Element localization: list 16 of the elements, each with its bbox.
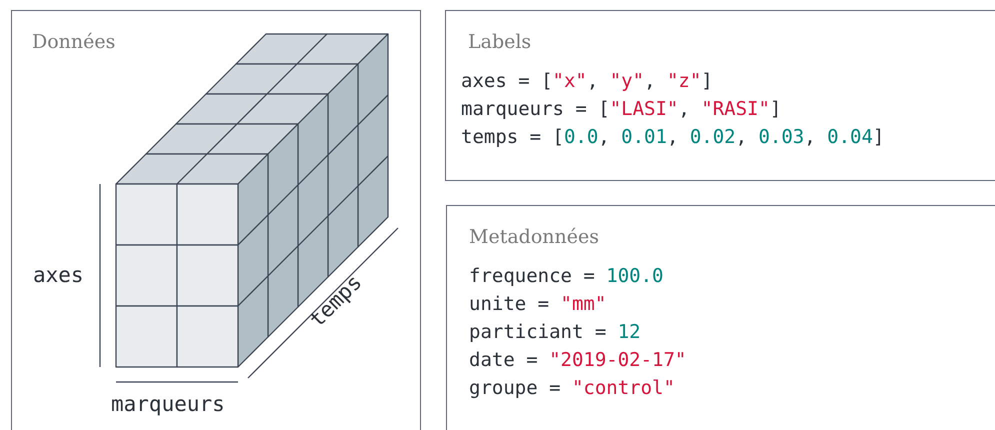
code-panel <box>445 10 995 181</box>
code-line: groupe = "control" <box>469 376 675 401</box>
panel-heading: Données <box>32 31 116 53</box>
code-panel <box>446 205 995 430</box>
axis-label: axes <box>33 263 84 287</box>
code-line: date = "2019-02-17" <box>469 348 686 373</box>
code-line: axes = ["x", "y", "z"] <box>461 69 713 94</box>
code-line: marqueurs = ["LASI", "RASI"] <box>461 97 782 122</box>
code-line: particiant = 12 <box>469 320 641 345</box>
code-line: frequence = 100.0 <box>469 264 664 289</box>
data-panel <box>11 10 421 430</box>
axis-label: marqueurs <box>111 392 225 416</box>
code-line: temps = [0.0, 0.01, 0.02, 0.03, 0.04] <box>461 125 884 150</box>
panel-heading: Labels <box>468 31 532 53</box>
code-line: unite = "mm" <box>469 292 606 317</box>
panel-heading: Metadonnées <box>469 226 599 248</box>
